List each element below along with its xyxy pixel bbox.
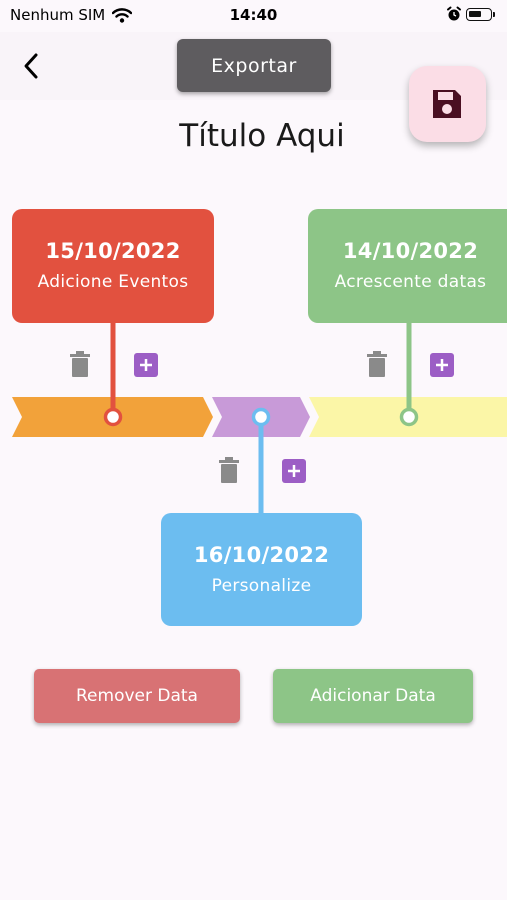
event-1-delete-trash-icon[interactable]: [69, 351, 91, 377]
event-2-delete-trash-icon[interactable]: [366, 351, 388, 377]
wifi-icon: [112, 8, 132, 23]
event-3-delete-trash-icon[interactable]: [218, 457, 240, 483]
add-date-button[interactable]: Adicionar Data: [273, 669, 473, 723]
status-bar: Nenhum SIM 14:40: [0, 0, 507, 32]
event-3-node: [251, 407, 271, 427]
event-1-node: [103, 407, 123, 427]
page-title: Título Aqui: [179, 118, 345, 154]
event-2-add-plus-icon[interactable]: [430, 353, 454, 377]
event-card-2[interactable]: 14/10/2022 Acrescente datas: [308, 209, 507, 323]
battery-icon: [466, 8, 492, 21]
save-button[interactable]: [409, 66, 486, 142]
clock: 14:40: [229, 6, 278, 24]
carrier-label: Nenhum SIM: [10, 6, 106, 24]
event-text: Acrescente datas: [334, 272, 487, 292]
export-button[interactable]: Exportar: [177, 39, 331, 92]
event-date: 14/10/2022: [342, 239, 479, 263]
event-1-add-plus-icon[interactable]: [134, 353, 158, 377]
event-text: Adicione Eventos: [37, 272, 189, 292]
event-card-3[interactable]: 16/10/2022 Personalize: [161, 513, 362, 626]
back-chevron-left-icon[interactable]: [18, 50, 46, 82]
event-text: Personalize: [211, 576, 312, 596]
event-3-add-plus-icon[interactable]: [282, 459, 306, 483]
event-card-1[interactable]: 15/10/2022 Adicione Eventos: [12, 209, 214, 323]
battery-tip: [493, 12, 495, 17]
event-date: 16/10/2022: [193, 543, 330, 567]
event-2-node: [399, 407, 419, 427]
floppy-disk-icon: [433, 90, 461, 118]
remove-date-button[interactable]: Remover Data: [34, 669, 240, 723]
event-date: 15/10/2022: [45, 239, 181, 263]
alarm-icon: [447, 6, 461, 21]
